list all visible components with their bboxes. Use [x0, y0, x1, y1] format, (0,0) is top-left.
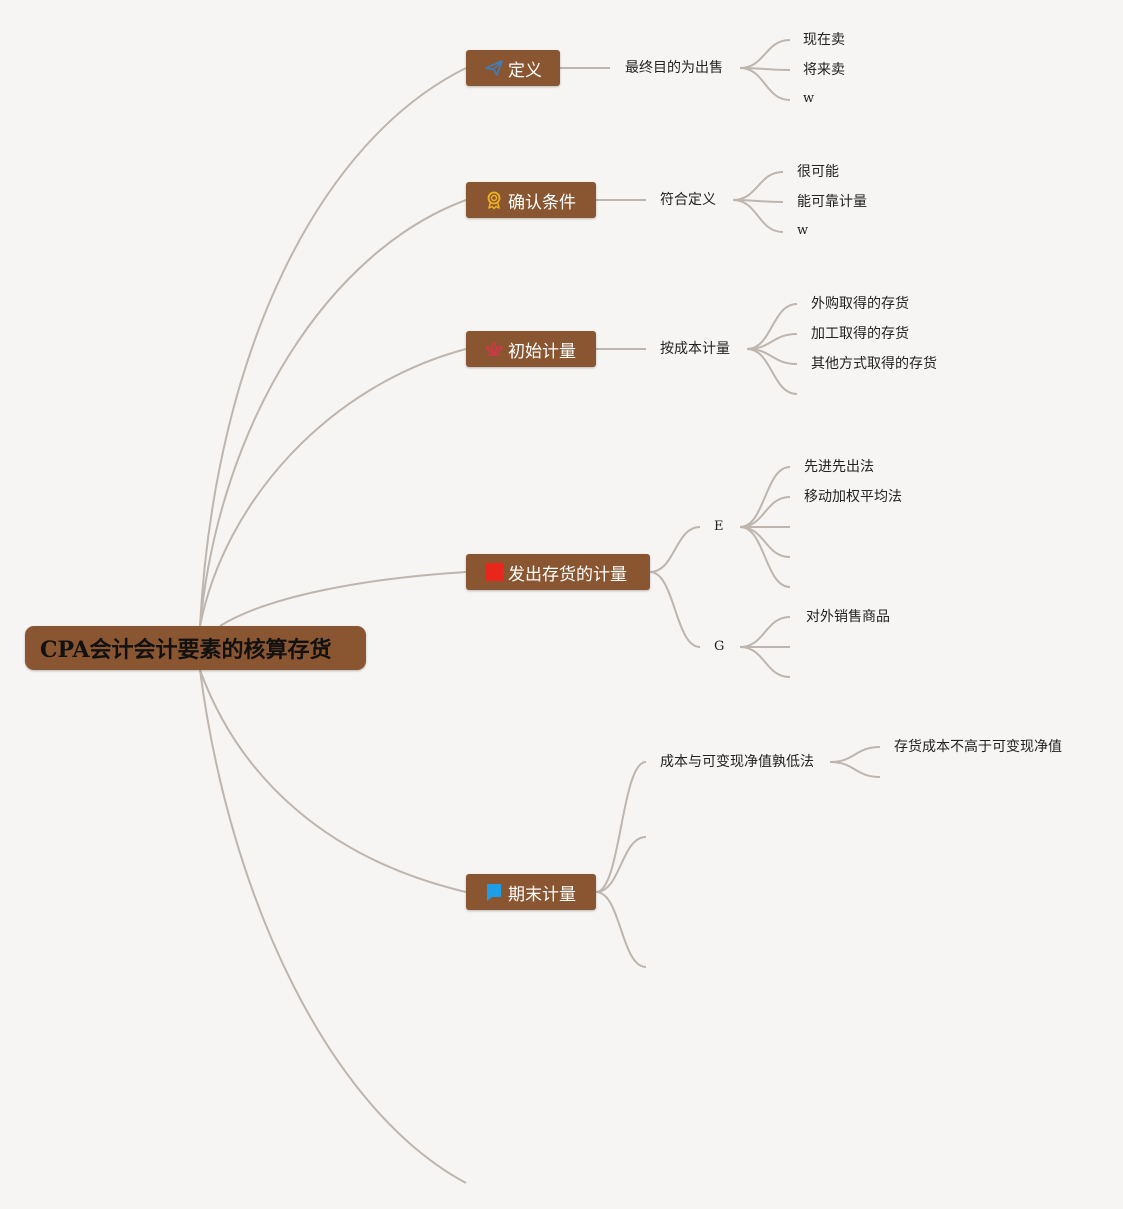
- blue-flag-icon: [484, 882, 504, 902]
- edge-root-issue: [219, 571, 467, 627]
- leaf-processed-inventory[interactable]: 加工取得的存货: [811, 326, 909, 342]
- root-topic[interactable]: CPA会计会计要素的核算存货: [25, 626, 366, 670]
- leaf-fifo[interactable]: 先进先出法: [804, 459, 874, 475]
- leaf-external-sales[interactable]: 对外销售商品: [806, 609, 890, 625]
- subtopic-e[interactable]: E: [714, 519, 724, 534]
- topic-initial-measurement[interactable]: 初始计量: [466, 331, 596, 367]
- paper-plane-icon: [484, 58, 504, 78]
- red-square-icon: [484, 562, 504, 582]
- topic-recognition[interactable]: 确认条件: [466, 182, 596, 218]
- topic-definition[interactable]: 定义: [466, 50, 560, 86]
- topic-issue-measurement-label: 发出存货的计量: [508, 564, 627, 585]
- subtopic-g[interactable]: G: [714, 639, 725, 654]
- subtopic-final-purpose[interactable]: 最终目的为出售: [625, 60, 723, 76]
- leaf-cost-not-above-nrv[interactable]: 存货成本不高于可变现净值: [894, 739, 1062, 755]
- edge-root-period-end: [199, 669, 467, 893]
- edge-root-recognition: [199, 199, 467, 627]
- leaf-other-inventory[interactable]: 其他方式取得的存货: [811, 356, 937, 372]
- subtopic-meets-definition[interactable]: 符合定义: [660, 192, 716, 208]
- topic-definition-label: 定义: [508, 60, 542, 81]
- topic-period-end-measurement-label: 期末计量: [508, 884, 576, 905]
- leaf-purchased-inventory[interactable]: 外购取得的存货: [811, 296, 909, 312]
- subtopic-cost-measurement[interactable]: 按成本计量: [660, 341, 730, 357]
- leaf-probable[interactable]: 很可能: [797, 164, 839, 180]
- leaf-w-2[interactable]: w: [797, 223, 809, 238]
- topic-initial-measurement-label: 初始计量: [508, 341, 576, 362]
- subtopic-lower-of-cost-nrv[interactable]: 成本与可变现净值孰低法: [660, 754, 814, 770]
- edge-root-definition: [199, 67, 467, 627]
- lotus-icon: [484, 339, 504, 359]
- leaf-reliably-measurable[interactable]: 能可靠计量: [797, 194, 867, 210]
- edge-root-empty: [199, 669, 467, 1184]
- leaf-moving-weighted-average[interactable]: 移动加权平均法: [804, 489, 902, 505]
- topic-issue-measurement[interactable]: 发出存货的计量: [466, 554, 650, 590]
- edge-root-initial: [199, 348, 467, 627]
- leaf-sell-later[interactable]: 将来卖: [803, 62, 845, 78]
- award-ribbon-icon: [484, 190, 504, 210]
- leaf-w-1[interactable]: w: [803, 91, 815, 106]
- topic-period-end-measurement[interactable]: 期末计量: [466, 874, 596, 910]
- topic-recognition-label: 确认条件: [508, 192, 576, 213]
- leaf-sell-now[interactable]: 现在卖: [803, 32, 845, 48]
- root-topic-label: CPA会计会计要素的核算存货: [40, 637, 332, 663]
